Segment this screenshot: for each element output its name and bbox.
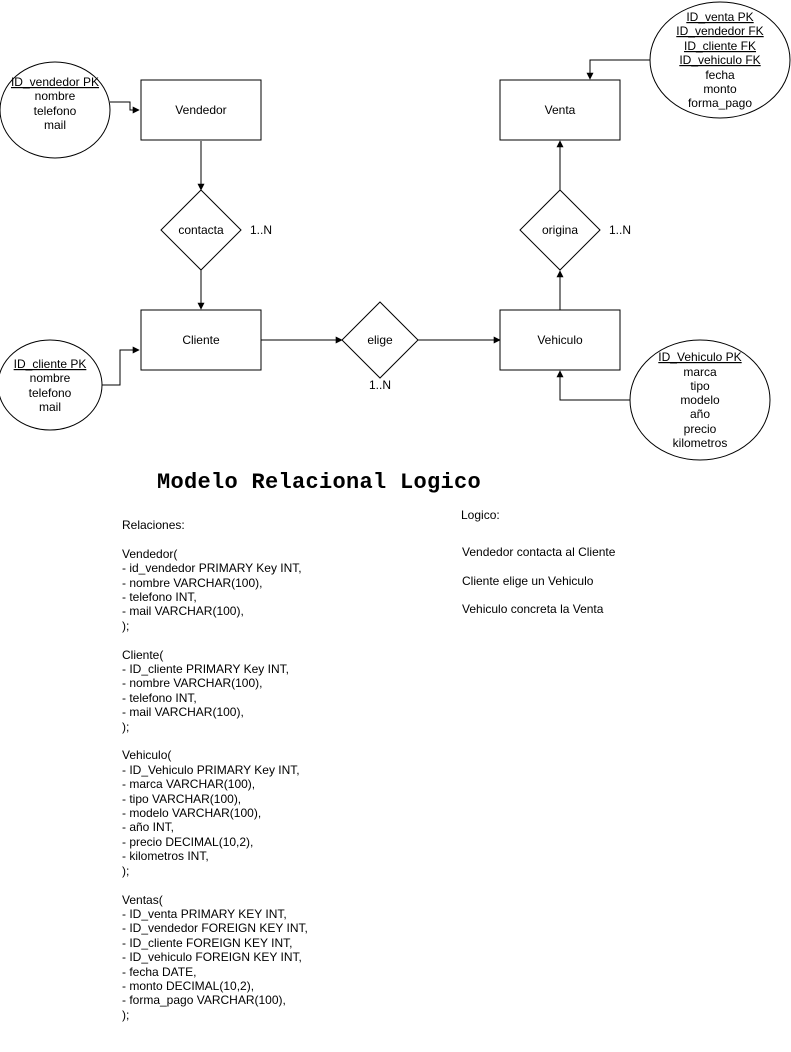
relationship-elige-label: elige xyxy=(367,333,393,347)
edge-attr-cliente xyxy=(102,346,140,386)
relationship-elige[interactable]: elige xyxy=(341,301,419,379)
relaciones-line: Cliente( xyxy=(122,647,164,662)
attr-vendedor-nombre: nombre xyxy=(35,89,76,103)
attr-vendedor-telefono: telefono xyxy=(34,104,77,118)
attr-venta-cliente-fk: ID_cliente FK xyxy=(684,39,756,53)
attr-venta-vehiculo-fk: ID_vehiculo FK xyxy=(679,53,760,67)
relaciones-line: - mail VARCHAR(100), xyxy=(122,705,244,720)
relaciones-line: - tipo VARCHAR(100), xyxy=(122,791,242,806)
relaciones-line: - telefono INT, xyxy=(122,690,197,705)
relationship-origina[interactable]: origina xyxy=(519,189,601,271)
attributes-venta[interactable]: ID_venta PK ID_vendedor FK ID_cliente FK… xyxy=(649,1,791,119)
relaciones-line: - precio DECIMAL(10,2), xyxy=(122,834,254,849)
attr-cliente-pk: ID_cliente PK xyxy=(14,357,87,371)
entity-vehiculo-label: Vehiculo xyxy=(537,333,583,347)
entity-venta[interactable]: Venta xyxy=(499,79,621,141)
attr-vehiculo-kilometros: kilometros xyxy=(673,436,728,450)
entity-cliente-label: Cliente xyxy=(182,333,220,347)
relaciones-line: - fecha DATE, xyxy=(122,964,197,979)
logico-item: Vendedor contacta al Cliente xyxy=(462,545,616,559)
relationship-contacta[interactable]: contacta xyxy=(160,189,242,271)
relaciones-line: - nombre VARCHAR(100), xyxy=(122,676,263,691)
relationship-contacta-label: contacta xyxy=(178,223,224,237)
attr-cliente-nombre: nombre xyxy=(30,371,71,385)
attributes-cliente[interactable]: ID_cliente PK nombre telefono mail xyxy=(0,339,103,431)
relaciones-line: - monto DECIMAL(10,2), xyxy=(122,978,255,993)
relaciones-line: - ID_cliente PRIMARY Key INT, xyxy=(122,662,289,677)
relaciones-line: - ID_vendedor FOREIGN KEY INT, xyxy=(122,921,308,936)
relaciones-line: Vendedor( xyxy=(122,546,178,561)
relaciones-block: Relaciones: Vendedor(- id_vendedor PRIMAR… xyxy=(122,518,308,1022)
relaciones-line: ); xyxy=(122,618,130,633)
attr-venta-vendedor-fk: ID_vendedor FK xyxy=(676,24,763,38)
relaciones-line: ); xyxy=(122,1007,130,1022)
attr-vehiculo-pk: ID_Vehiculo PK xyxy=(658,350,741,364)
relaciones-line: - nombre VARCHAR(100), xyxy=(122,575,263,590)
attr-vendedor-pk: ID_vendedor PK xyxy=(11,75,99,89)
attr-venta-monto: monto xyxy=(703,82,737,96)
logico-heading: Logico: xyxy=(461,508,500,522)
relaciones-line: - mail VARCHAR(100), xyxy=(122,604,244,619)
logico-item: Vehiculo concreta la Venta xyxy=(462,602,604,617)
attr-vendedor-mail: mail xyxy=(44,118,66,132)
attr-vehiculo-tipo: tipo xyxy=(690,379,710,393)
relaciones-line: - año INT, xyxy=(122,820,175,835)
relaciones-line: Relaciones: xyxy=(122,518,185,532)
attr-vehiculo-anio: año xyxy=(690,407,710,421)
relaciones-line: Ventas( xyxy=(122,892,163,907)
er-diagram: Vendedor Venta Cliente Vehiculo contacta… xyxy=(0,1,791,461)
attr-venta-forma-pago: forma_pago xyxy=(688,96,752,110)
attr-venta-fecha: fecha xyxy=(705,68,735,82)
relaciones-line xyxy=(122,532,308,546)
relaciones-line: - ID_cliente FOREIGN KEY INT, xyxy=(122,935,293,950)
logico-item: Cliente elige un Vehiculo xyxy=(462,573,594,588)
entity-vehiculo[interactable]: Vehiculo xyxy=(499,309,621,371)
relaciones-line xyxy=(122,734,308,748)
relaciones-line: - telefono INT, xyxy=(122,590,197,605)
relaciones-line: ); xyxy=(122,863,130,878)
attr-vehiculo-modelo: modelo xyxy=(680,393,720,407)
attributes-vehiculo[interactable]: ID_Vehiculo PK marca tipo modelo año pre… xyxy=(629,339,771,461)
edge-attr-venta xyxy=(586,59,650,80)
relaciones-line: - marca VARCHAR(100), xyxy=(122,777,256,792)
relaciones-line: - modelo VARCHAR(100), xyxy=(122,806,262,821)
page-title: Modelo Relacional Logico xyxy=(157,470,482,495)
entity-venta-label: Venta xyxy=(545,103,576,117)
relationship-origina-label: origina xyxy=(542,223,578,237)
relaciones-line: - kilometros INT, xyxy=(122,849,209,864)
attr-cliente-telefono: telefono xyxy=(29,386,72,400)
relaciones-line: - ID_vehiculo FOREIGN KEY INT, xyxy=(122,950,302,965)
relaciones-line xyxy=(122,878,308,892)
relaciones-line: - id_vendedor PRIMARY Key INT, xyxy=(122,561,302,576)
edge-attr-vendedor xyxy=(110,101,140,114)
attr-vehiculo-precio: precio xyxy=(684,422,717,436)
relaciones-line xyxy=(122,633,308,647)
edge-attr-vehiculo xyxy=(556,370,630,401)
attr-vehiculo-marca: marca xyxy=(683,365,717,379)
attributes-vendedor[interactable]: ID_vendedor PK nombre telefono mail xyxy=(0,61,111,159)
relaciones-line: - ID_venta PRIMARY KEY INT, xyxy=(122,906,287,921)
attr-venta-pk: ID_venta PK xyxy=(686,10,753,24)
attr-cliente-mail: mail xyxy=(39,400,61,414)
relaciones-line: Vehiculo( xyxy=(122,748,172,763)
entity-cliente[interactable]: Cliente xyxy=(140,309,262,371)
relaciones-line: ); xyxy=(122,719,130,734)
cardinality-contacta: 1..N xyxy=(250,223,272,237)
relaciones-line: - forma_pago VARCHAR(100), xyxy=(122,993,286,1008)
relaciones-line: - ID_Vehiculo PRIMARY Key INT, xyxy=(122,762,300,777)
entity-vendedor-label: Vendedor xyxy=(175,103,226,117)
entity-vendedor[interactable]: Vendedor xyxy=(140,79,262,141)
cardinality-elige: 1..N xyxy=(369,378,391,392)
cardinality-origina: 1..N xyxy=(609,223,631,237)
